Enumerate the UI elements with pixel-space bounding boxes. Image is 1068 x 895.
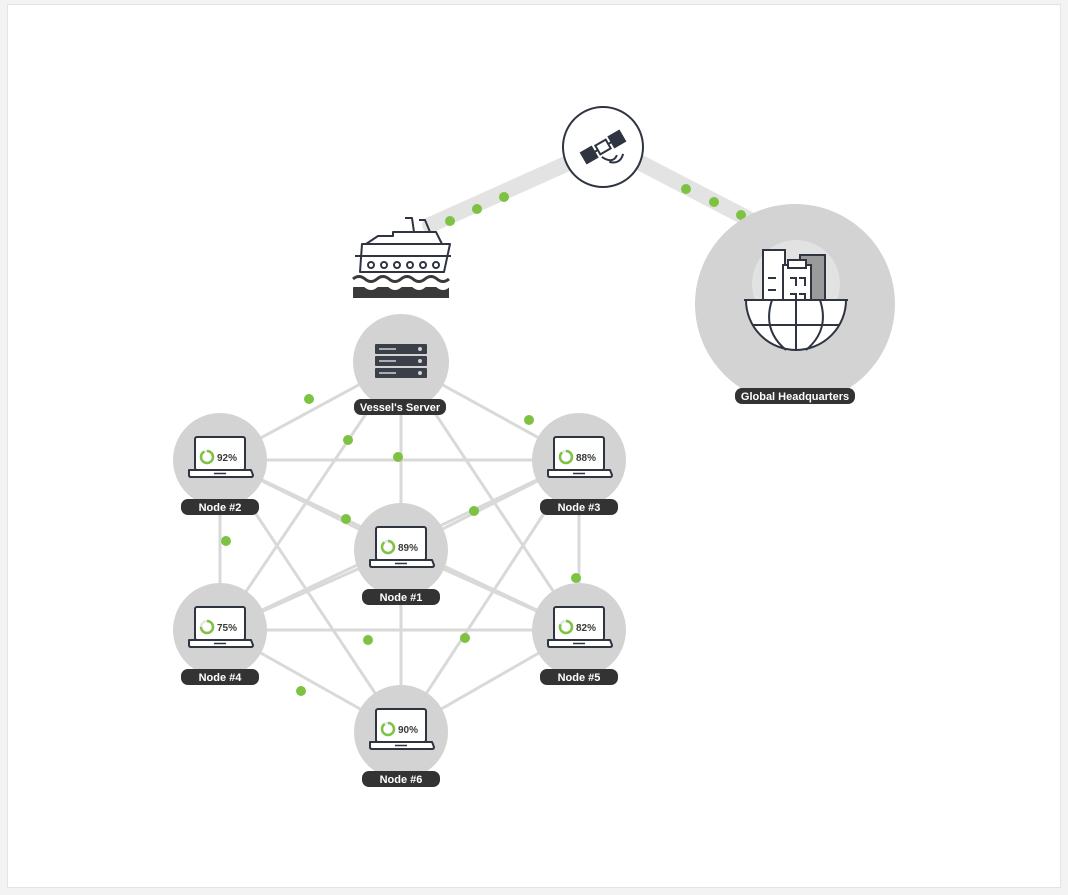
percent-ring-icon (380, 721, 396, 737)
node-2: 92% Node #2 (173, 413, 267, 515)
hq-label-text: Global Headquarters (741, 391, 849, 403)
node-label-text: Node #3 (558, 502, 601, 514)
node-label: Node #1 (362, 589, 440, 605)
packet-dot (709, 197, 719, 207)
satellite-node (562, 106, 644, 188)
node-4: 75% Node #4 (173, 583, 267, 685)
node-percent: 90% (398, 725, 418, 736)
node-label-text: Node #6 (380, 774, 423, 786)
node-label-text: Node #2 (199, 502, 242, 514)
packet-dot (524, 415, 534, 425)
server-label-text: Vessel's Server (360, 402, 441, 414)
node-percent: 88% (576, 453, 596, 464)
node-label-text: Node #4 (199, 672, 243, 684)
data-packets (221, 184, 746, 696)
packet-dot (341, 514, 351, 524)
percent-ring-icon (558, 619, 574, 635)
packet-dot (304, 394, 314, 404)
packet-dot (343, 435, 353, 445)
headquarters-node (695, 204, 895, 404)
node-5: 82% Node #5 (532, 583, 626, 685)
packet-dot (445, 216, 455, 226)
packet-dot (499, 192, 509, 202)
percent-ring-icon (558, 449, 574, 465)
packet-dot (472, 204, 482, 214)
percent-ring-icon (199, 449, 215, 465)
packet-dot (736, 210, 746, 220)
packet-dot (393, 452, 403, 462)
node-percent: 89% (398, 543, 418, 554)
packet-dot (221, 536, 231, 546)
node-label-text: Node #1 (380, 592, 423, 604)
packet-dot (296, 686, 306, 696)
packet-dot (363, 635, 373, 645)
node-label: Node #4 (181, 669, 259, 685)
node-label: Node #5 (540, 669, 618, 685)
node-label: Node #6 (362, 771, 440, 787)
packet-dot (571, 573, 581, 583)
satellite-icon (579, 129, 627, 165)
node-1: 89% Node #1 (354, 503, 448, 605)
node-3: 88% Node #3 (532, 413, 626, 515)
computer-nodes: 89% Node #1 92% Node #2 88% Node #3 75% Node #4… (173, 413, 626, 787)
ship-icon (352, 217, 451, 298)
percent-ring-icon (199, 619, 215, 635)
node-label: Node #3 (540, 499, 618, 515)
packet-dot (469, 506, 479, 516)
hq-label: Global Headquarters (735, 388, 855, 404)
packet-dot (460, 633, 470, 643)
node-label: Node #2 (181, 499, 259, 515)
vessel-server-node (353, 314, 449, 410)
server-label: Vessel's Server (354, 399, 446, 415)
node-6: 90% Node #6 (354, 685, 448, 787)
node-percent: 82% (576, 623, 596, 634)
node-percent: 92% (217, 453, 237, 464)
city-globe-icon (744, 240, 848, 351)
node-label-text: Node #5 (558, 672, 601, 684)
server-rack-icon (375, 344, 427, 378)
packet-dot (681, 184, 691, 194)
percent-ring-icon (380, 539, 396, 555)
node-percent: 75% (217, 623, 237, 634)
